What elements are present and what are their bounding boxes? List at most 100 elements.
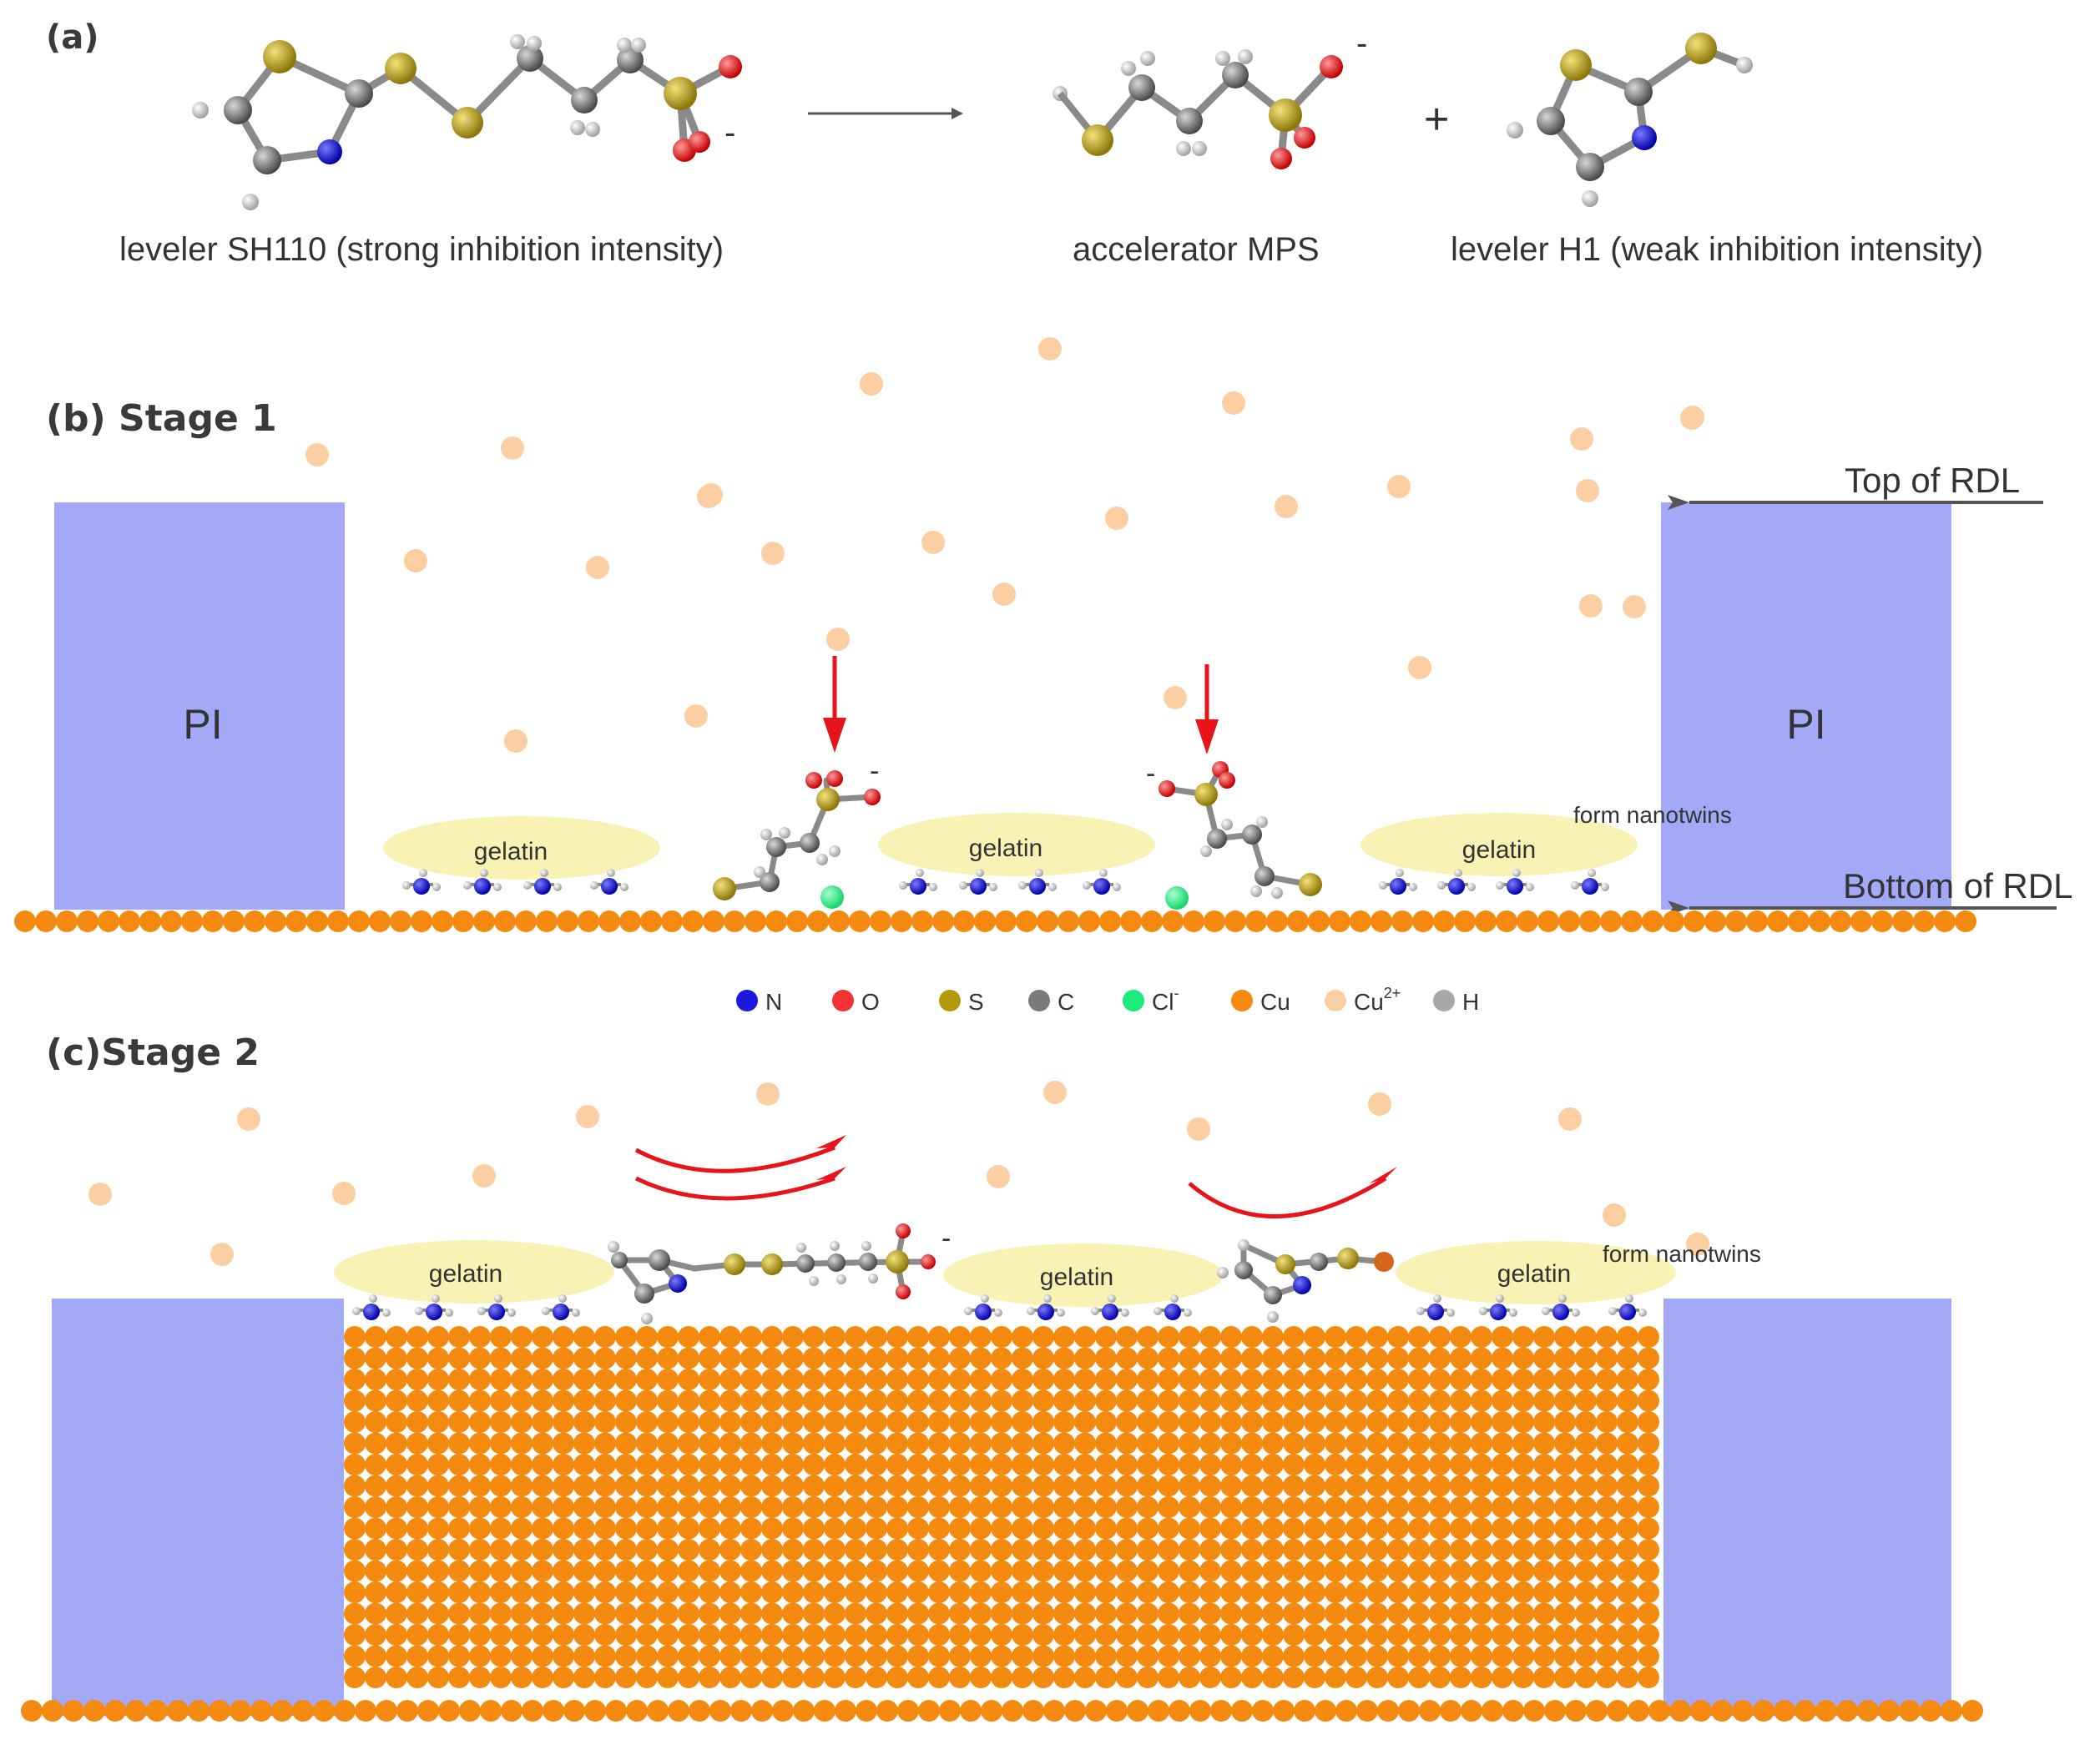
h-atom <box>607 869 615 877</box>
cu-atom <box>1158 1496 1179 1518</box>
cu-atom <box>1116 1389 1138 1412</box>
cu-atom <box>1596 1369 1618 1390</box>
cu-atom <box>1283 1581 1305 1603</box>
cu-atom <box>740 1389 762 1412</box>
cu-atom <box>907 1369 929 1390</box>
cu-atom <box>949 1411 971 1433</box>
cu-atom <box>1141 910 1163 932</box>
cu-atom <box>782 1347 804 1369</box>
cu-atom <box>1899 1700 1921 1722</box>
cu-atom <box>285 910 307 932</box>
cu-atom <box>532 1389 553 1412</box>
h-atom <box>1571 881 1579 890</box>
cu-atom <box>719 1411 741 1433</box>
gelatin-label: gelatin <box>1497 1260 1571 1288</box>
cu-atom <box>1220 1602 1242 1625</box>
cu-atom <box>553 1517 574 1540</box>
cu-atom <box>907 1432 929 1455</box>
cu-atom <box>886 1432 908 1455</box>
cu-atom <box>1512 1645 1534 1667</box>
cu-atom <box>573 1667 595 1688</box>
cu-atom <box>636 1326 658 1348</box>
cu-atom <box>1016 910 1037 932</box>
cu-atom <box>657 1432 679 1455</box>
cu-atom <box>1283 1347 1305 1369</box>
cu-atom <box>928 1326 950 1348</box>
cu-atom <box>1325 1326 1346 1348</box>
cu-atom <box>1183 910 1204 932</box>
cu-substrate-stage1 <box>14 910 1976 932</box>
cu-atom <box>427 1517 449 1540</box>
cu-atom <box>1116 1347 1138 1369</box>
cu-atom <box>1179 1496 1200 1518</box>
cu-atom <box>761 1389 783 1412</box>
cu-atom <box>1074 1389 1096 1412</box>
cu-atom <box>386 1432 407 1455</box>
h-atom <box>463 881 472 890</box>
cu-atom <box>845 1560 866 1582</box>
cu-atom <box>615 1347 637 1369</box>
cu-atom <box>828 910 850 932</box>
cu-atom <box>146 1700 168 1722</box>
h-atom <box>1526 883 1534 891</box>
h-atom <box>1409 883 1417 891</box>
cu-atom <box>1074 1602 1096 1625</box>
cu-atom <box>1012 1496 1033 1518</box>
cu-atom <box>918 1700 940 1722</box>
cu-atom <box>1095 1539 1117 1561</box>
cu-atom <box>1095 1496 1117 1518</box>
cu2-ion <box>921 531 945 554</box>
cu-atom <box>1032 1602 1054 1625</box>
cu-atom <box>1830 910 1851 932</box>
cu-atom <box>598 910 620 932</box>
cu-atom <box>814 1700 835 1722</box>
cu-atom <box>573 1602 595 1625</box>
cu-atom <box>886 1454 908 1475</box>
cu-atom <box>1638 1347 1659 1369</box>
cu2-ion <box>586 556 609 579</box>
cu-atom <box>1366 1496 1388 1518</box>
cu2-ions-stage1 <box>305 337 1704 753</box>
cu-atom <box>970 1326 992 1348</box>
cu-atom <box>1366 1560 1388 1582</box>
cu-atom <box>1471 1347 1492 1369</box>
cu-atom <box>1012 1454 1033 1475</box>
cu-atom <box>1345 1602 1367 1625</box>
cu-atom <box>1304 1602 1325 1625</box>
h-atom <box>929 883 937 891</box>
cu-atom <box>928 1667 950 1688</box>
cu-atom <box>1492 1389 1513 1412</box>
cu-atom <box>365 1369 386 1390</box>
cu-atom <box>845 1602 866 1625</box>
cu-atom <box>344 1369 366 1390</box>
cu-atom <box>772 1700 794 1722</box>
cu-atom <box>1345 1560 1367 1582</box>
cu-atom <box>1158 1411 1179 1433</box>
cu-atom <box>1387 1645 1409 1667</box>
cu-atom <box>1137 1560 1159 1582</box>
cu-atom <box>1377 1700 1399 1722</box>
h-atom <box>1572 1309 1580 1317</box>
cu-atom <box>1158 1539 1179 1561</box>
cu-atom <box>511 1496 533 1518</box>
h1-adsorbed-stage2 <box>1217 1239 1394 1323</box>
cu-atom <box>886 1581 908 1603</box>
h-atom <box>1170 1294 1179 1303</box>
cu-atom <box>1220 1624 1242 1646</box>
cu-atom <box>427 1667 449 1688</box>
cu-atom <box>223 910 245 932</box>
n-atom <box>1552 1304 1569 1320</box>
cu-atom <box>1450 1539 1472 1561</box>
cu-atom <box>1471 1369 1492 1390</box>
cu-atom <box>594 1581 616 1603</box>
cu-atom <box>365 1475 386 1497</box>
cu-atom <box>1345 1581 1367 1603</box>
cu-atom <box>1262 1432 1284 1455</box>
nanotwins-label-stage2: form nanotwins <box>1603 1241 1761 1267</box>
cu-atom <box>1220 1517 1242 1540</box>
cu-atom <box>615 1539 637 1561</box>
cu-atom <box>991 1347 1012 1369</box>
cu-atom <box>1199 1539 1221 1561</box>
cu-atom <box>761 1645 783 1667</box>
cu-atom <box>1533 1347 1555 1369</box>
